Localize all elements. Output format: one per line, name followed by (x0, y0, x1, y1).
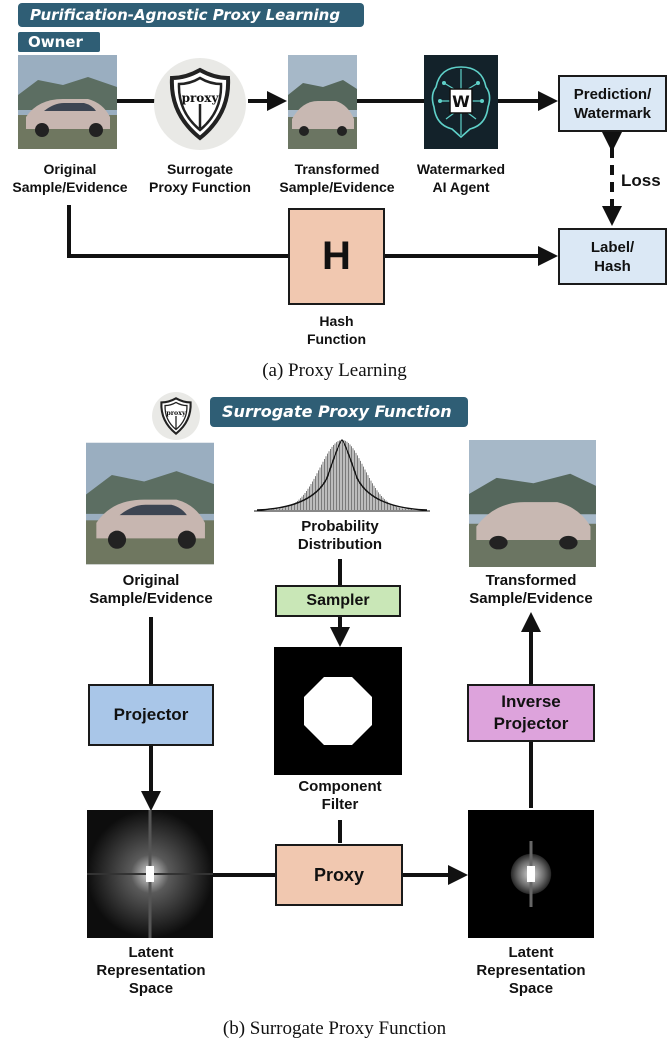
label-hash-box: Label/ Hash (558, 228, 667, 285)
loss-label: Loss (621, 171, 661, 190)
shield-icon-small: proxy (152, 392, 200, 440)
hash-function-box: H (288, 208, 385, 305)
component-label: Component Filter (298, 778, 382, 813)
caption-a: (a) Proxy Learning (262, 360, 407, 381)
agent-badge-text: W (452, 92, 470, 111)
brain-circuit-icon: W (424, 55, 498, 149)
original-label-a: Original Sample/Evidence (12, 161, 128, 195)
frequency-spectrum-right (468, 810, 594, 938)
title-banner-a: Purification-Agnostic Proxy Learning (18, 3, 364, 27)
shield-icon: proxy (154, 58, 246, 150)
inverse-projector-box: Inverse Projector (467, 684, 595, 742)
prediction-watermark-box: Prediction/ Watermark (558, 75, 667, 132)
transformed-car-photo-b (469, 440, 596, 567)
probability-label: Probability Distribution (297, 518, 383, 553)
owner-tag: Owner (18, 32, 100, 52)
gaussian-curve (254, 439, 430, 512)
transformed-car-photo-a (288, 55, 357, 149)
shield-small-badge-text: proxy (166, 410, 186, 417)
projector-box: Projector (88, 684, 214, 746)
original-car-photo-b (86, 442, 214, 565)
caption-b: (b) Surrogate Proxy Function (222, 1018, 447, 1039)
surrogate-label-a: Surrogate Proxy Function (149, 161, 251, 195)
proxy-box: Proxy (275, 844, 403, 906)
agent-label-a: Watermarked AI Agent (416, 161, 506, 195)
latent-left-label: Latent Representation Space (96, 944, 206, 997)
latent-right-label: Latent Representation Space (476, 944, 586, 997)
transformed-label-a: Transformed Sample/Evidence (279, 161, 395, 195)
sampler-box: Sampler (275, 585, 401, 617)
octagon-filter-mask (274, 647, 402, 775)
transformed-label-b: Transformed Sample/Evidence (469, 572, 593, 607)
hash-label: Hash Function (306, 313, 367, 347)
shield-badge-text: proxy (182, 91, 220, 105)
frequency-spectrum-left (87, 810, 213, 938)
title-banner-b: Surrogate Proxy Function (210, 397, 468, 427)
original-label-b: Original Sample/Evidence (89, 572, 213, 607)
original-car-photo-a (18, 55, 117, 149)
